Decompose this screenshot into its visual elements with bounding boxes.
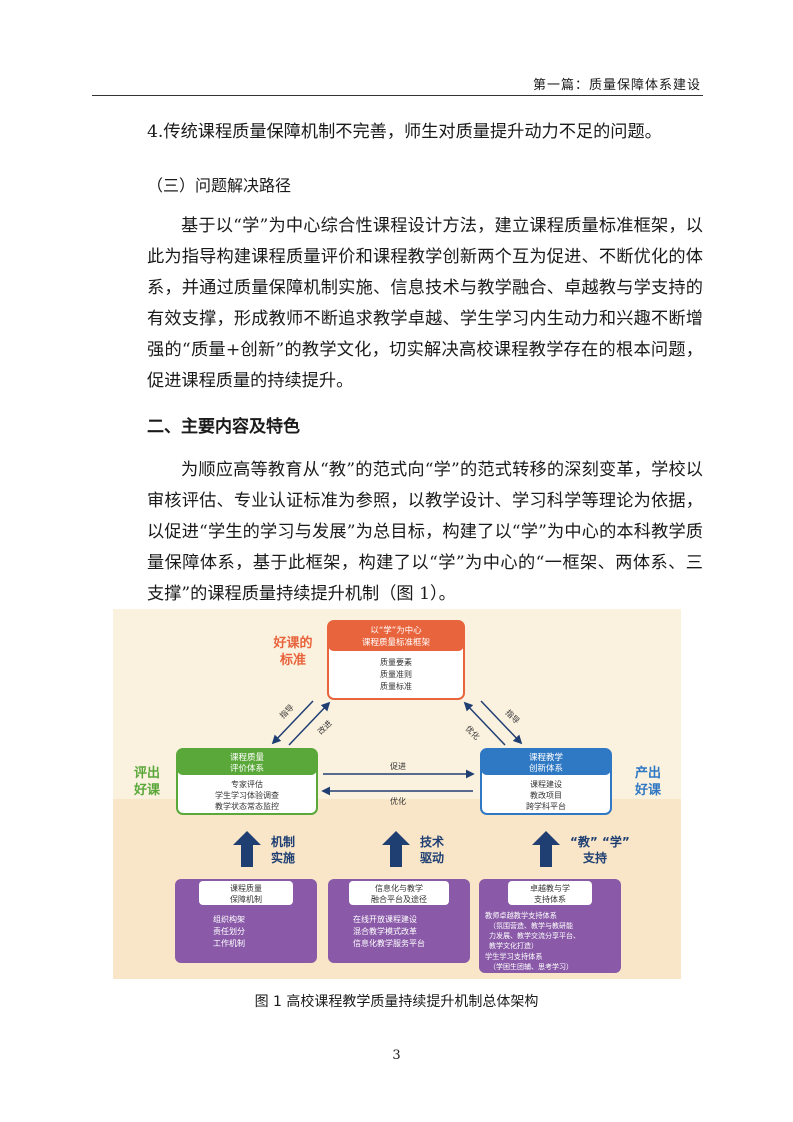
bottom-box-title-2: 支持体系 xyxy=(534,894,566,904)
support-label-line1: 机制 xyxy=(271,834,295,849)
support-label-line2: 实施 xyxy=(271,850,295,865)
support-arrow-mechanism: 机制 实施 xyxy=(233,831,295,867)
standard-framework-box: 以“学”为中心 课程质量标准框架 质量要素 质量准则 质量标准 xyxy=(327,620,465,700)
right-box-title-1: 课程教学 xyxy=(529,752,564,763)
left-label-line1: 评出 xyxy=(134,765,160,781)
figure-caption: 图 1 高校课程教学质量持续提升机制总体架构 xyxy=(254,994,539,1010)
right-box-title-2: 创新体系 xyxy=(529,763,563,774)
left-box-item: 学生学习体验调查 xyxy=(215,790,279,800)
informatization-box: 信息化与教学 融合平台及途径 在线开放课程建设 混合教学模式改革 信息化教学服务… xyxy=(328,879,470,963)
top-box-title-1: 以“学”为中心 xyxy=(370,625,422,636)
paragraph-1: 基于以“学”为中心综合性课程设计方法，建立课程质量标准框架，以此为指导构建课程质… xyxy=(147,211,703,397)
support-arrow-teaching: “教” “学” 支持 xyxy=(532,831,630,867)
bottom-box-title-1: 卓越教与学 xyxy=(530,883,570,893)
bottom-box-item: 教师卓越教学支持体系 xyxy=(485,911,557,920)
right-label-line1: 产出 xyxy=(635,765,661,781)
evaluation-system-box: 课程质量 评价体系 专家评估 学生学习体验调查 教学状态常态监控 xyxy=(176,748,318,815)
support-arrow-technology: 技术 驱动 xyxy=(382,831,444,867)
right-box-item: 课程建设 xyxy=(530,779,562,789)
top-box-item: 质量要素 xyxy=(380,657,412,667)
mechanism-box: 课程质量 保障机制 组织构架 责任划分 工作机制 xyxy=(175,879,317,963)
bottom-box-item: 责任划分 xyxy=(213,926,245,936)
support-label-line2: 驱动 xyxy=(420,851,444,865)
bottom-box-item: 信息化教学服务平台 xyxy=(353,938,425,948)
paragraph-2: 为顺应高等教育从“教”的范式向“学”的范式转移的深刻变革，学校以审核评估、专业认… xyxy=(147,455,703,610)
right-box-item: 教改项目 xyxy=(530,790,562,800)
page-number: 3 xyxy=(392,1048,401,1063)
bottom-box-item: （学困生团辅、思考学习） xyxy=(489,962,573,971)
bottom-box-item: 教学文化打造） xyxy=(489,941,538,950)
optimize-label-mid: 优化 xyxy=(390,796,406,806)
running-header: 第一篇：质量保障体系建设 xyxy=(532,78,701,93)
right-label-line2: 好课 xyxy=(634,782,662,798)
bottom-box-title-2: 融合平台及途径 xyxy=(371,894,427,904)
left-label-line2: 好课 xyxy=(133,782,161,798)
left-box-item: 专家评估 xyxy=(231,779,263,789)
paragraph-1-text: 基于以“学”为中心综合性课程设计方法，建立课程质量标准框架，以此为指导构建课程质… xyxy=(147,216,703,391)
support-label-line2: 支持 xyxy=(582,850,607,865)
top-box-title-2: 课程质量标准框架 xyxy=(362,637,431,648)
top-box-item: 质量标准 xyxy=(380,681,412,691)
improve-arrow-left xyxy=(288,701,331,746)
bottom-box-item: （氛围营造、教学与教研能 xyxy=(489,921,573,930)
subheading-solution-path: （三）问题解决路径 xyxy=(147,176,292,195)
support-label-line1: 技术 xyxy=(420,834,444,849)
bottom-box-item: 混合教学模式改革 xyxy=(353,926,417,936)
bottom-box-item: 力发展、教学交流分享平台、 xyxy=(489,931,580,940)
excellence-support-box: 卓越教与学 支持体系 教师卓越教学支持体系 （氛围营造、教学与教研能 力发展、教… xyxy=(479,879,621,973)
paragraph-2-text: 为顺应高等教育从“教”的范式向“学”的范式转移的深刻变革，学校以审核评估、专业认… xyxy=(147,460,703,604)
left-box-item: 教学状态常态监控 xyxy=(215,801,279,811)
support-label-line1: “教” “学” xyxy=(570,834,630,849)
top-box-item: 质量准则 xyxy=(380,669,412,679)
figure-1-diagram: 以“学”为中心 课程质量标准框架 质量要素 质量准则 质量标准 好课的 标准 课… xyxy=(113,609,681,979)
right-box-item: 跨学科平台 xyxy=(526,801,566,811)
bottom-box-title-2: 保障机制 xyxy=(230,894,262,904)
guide-arrow-left xyxy=(271,700,314,745)
guide-arrow-right xyxy=(480,700,523,745)
bottom-box-item: 在线开放课程建设 xyxy=(353,914,417,924)
section-heading-2: 二、主要内容及特色 xyxy=(147,417,300,437)
innovation-system-box: 课程教学 创新体系 课程建设 教改项目 跨学科平台 xyxy=(480,748,612,815)
top-label-line2: 标准 xyxy=(279,652,306,668)
left-box-title-2: 评价体系 xyxy=(230,763,264,774)
bottom-box-item: 工作机制 xyxy=(213,938,245,948)
header-rule xyxy=(92,95,703,96)
bottom-box-title-1: 信息化与教学 xyxy=(375,883,423,893)
left-box-title-1: 课程质量 xyxy=(230,752,265,763)
bottom-box-item: 学生学习支持体系 xyxy=(485,952,543,961)
optimize-arrow-right xyxy=(463,701,506,746)
promote-label: 促进 xyxy=(390,761,406,771)
top-label-line1: 好课的 xyxy=(272,635,312,651)
bottom-box-title-1: 课程质量 xyxy=(230,883,262,893)
item-4: 4.传统课程质量保障机制不完善，师生对质量提升动力不足的问题。 xyxy=(147,122,662,142)
bottom-box-item: 组织构架 xyxy=(213,914,245,924)
